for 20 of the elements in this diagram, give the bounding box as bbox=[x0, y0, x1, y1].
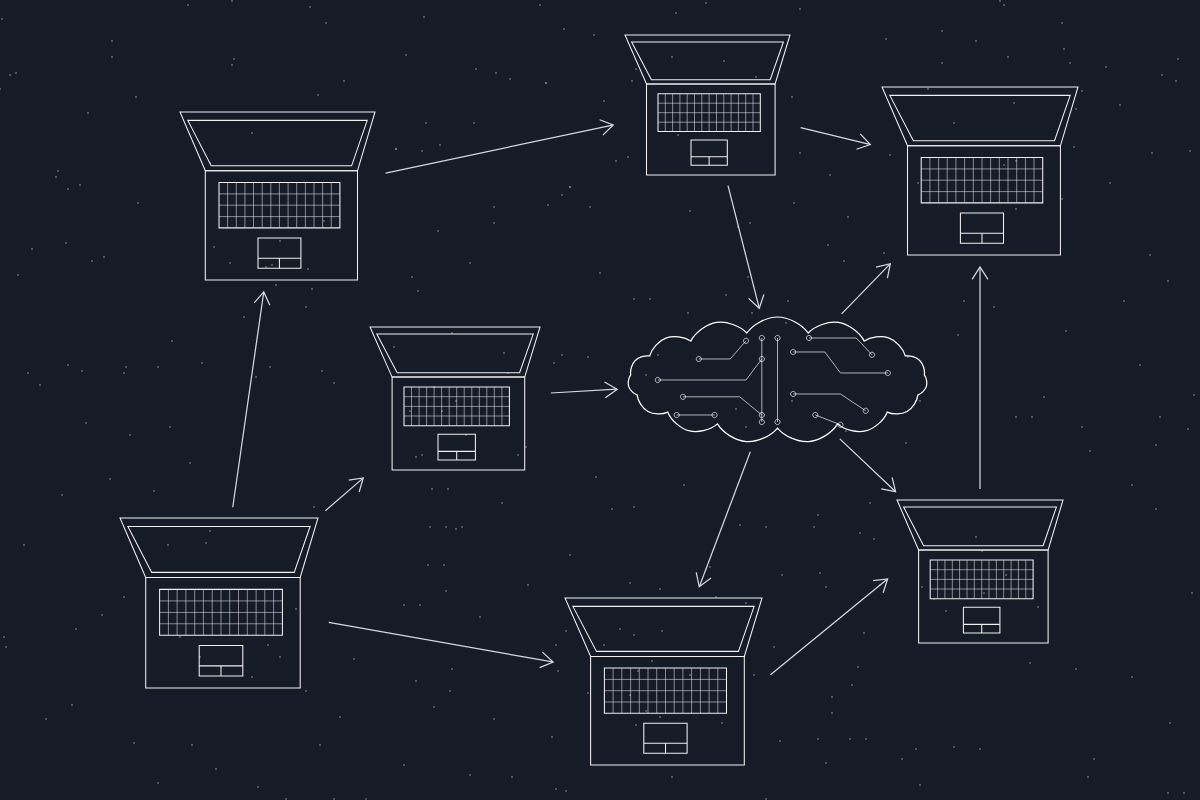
laptop-drawing bbox=[896, 499, 1064, 644]
arrow bbox=[799, 126, 872, 150]
arrow bbox=[385, 119, 615, 174]
laptop-drawing bbox=[564, 597, 763, 766]
laptop-drawing bbox=[179, 111, 376, 281]
arrow bbox=[324, 477, 365, 512]
arrow bbox=[840, 262, 892, 315]
laptop-drawing bbox=[119, 517, 319, 689]
arrow bbox=[769, 578, 889, 676]
arrow bbox=[971, 265, 989, 490]
cloud-drawing bbox=[627, 316, 928, 443]
arrow bbox=[550, 381, 619, 399]
arrow bbox=[232, 290, 271, 508]
laptop-drawing bbox=[624, 34, 791, 176]
laptop-drawing bbox=[881, 86, 1079, 256]
arrow bbox=[839, 438, 897, 493]
arrow bbox=[328, 621, 555, 669]
laptop-drawing bbox=[369, 326, 541, 471]
arrow bbox=[727, 184, 765, 310]
arrow bbox=[695, 451, 751, 588]
